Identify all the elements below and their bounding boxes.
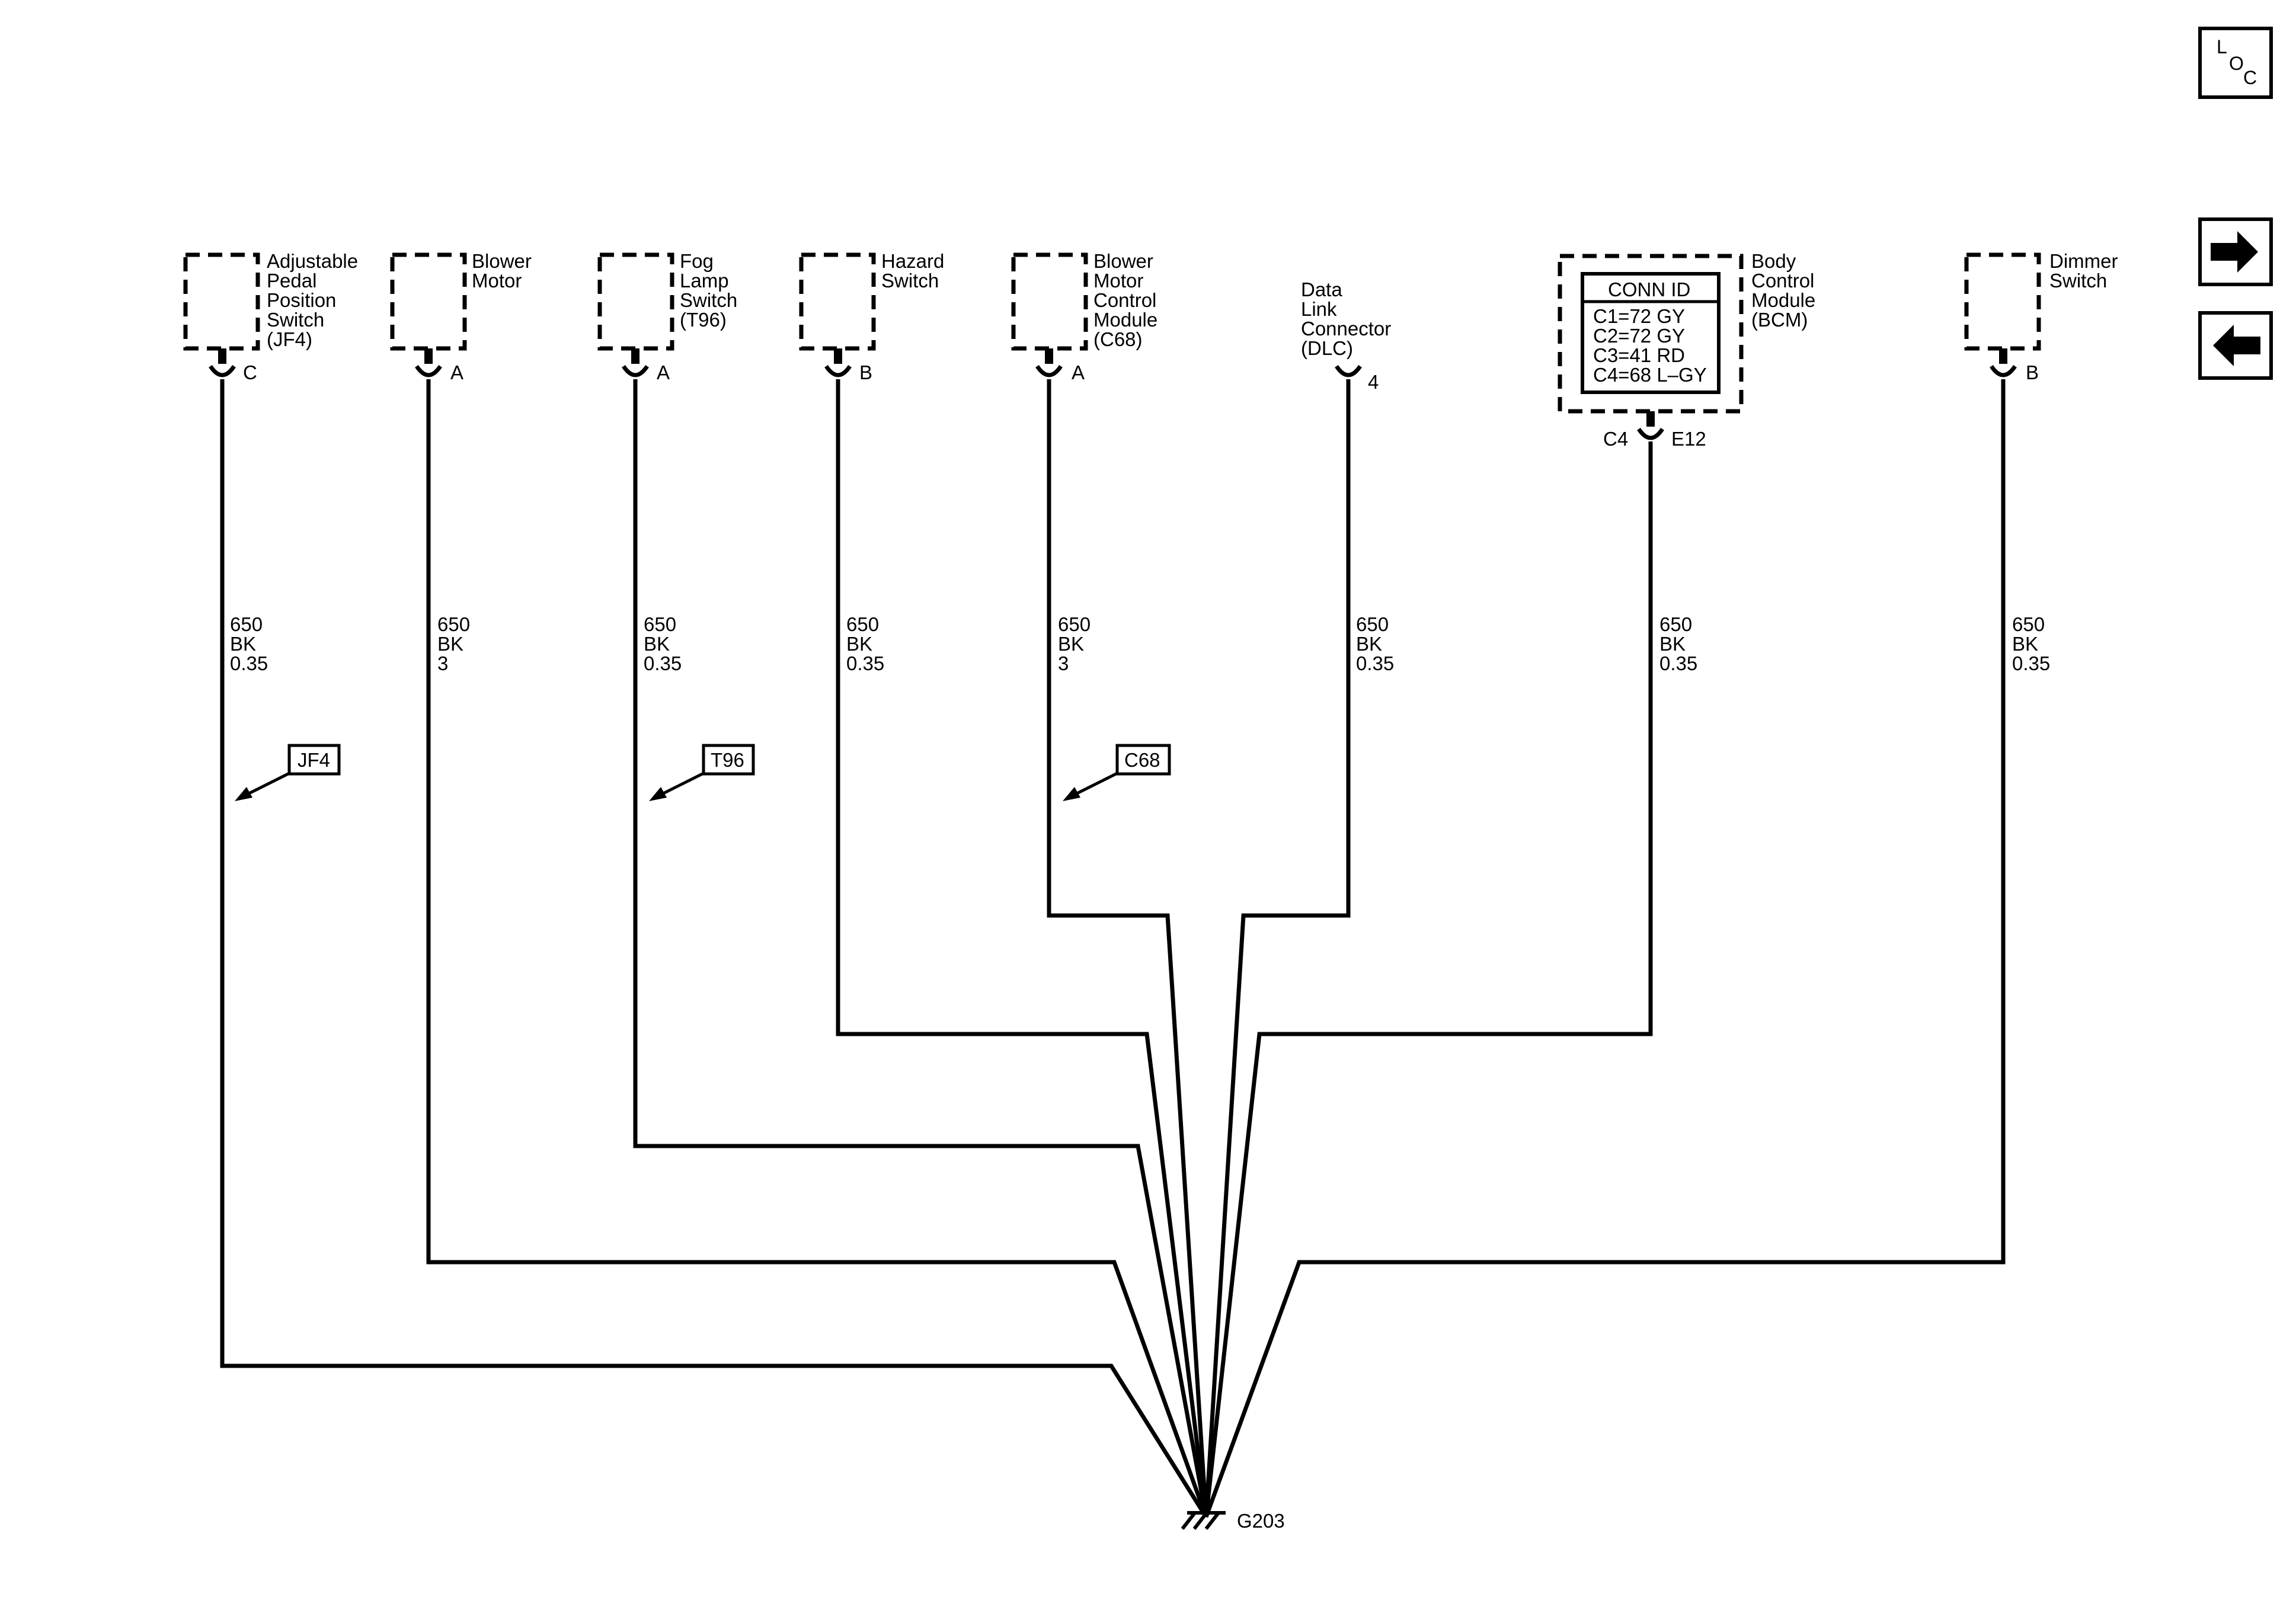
component-box: [183, 252, 260, 351]
ground-label: G203: [1237, 1510, 1285, 1532]
loc-letter-o: O: [2229, 53, 2244, 74]
component-name: Blower Motor Control Module (C68): [1093, 250, 1163, 350]
component-data-link-connector: Data Link Connector (DLC) 4: [1301, 279, 1396, 393]
ground-wires: [220, 379, 2006, 1518]
arrow-icon: [235, 787, 252, 801]
pin-label: A: [450, 361, 463, 383]
component-hazard-switch: Hazard Switch B: [799, 250, 950, 383]
wire-dlc: [1204, 379, 1351, 1518]
component-name: Dimmer Switch: [2049, 250, 2124, 292]
component-name: Fog Lamp Switch (T96): [680, 250, 743, 331]
component-name: Body Control Module (BCM): [1751, 250, 1821, 331]
component-apps: Adjustable Pedal Position Switch (JF4) C: [183, 250, 363, 383]
component-box: [1964, 252, 2041, 351]
wire-label-bmcm: 650 BK 3: [1058, 613, 1096, 674]
arrow-left-icon: [2213, 325, 2260, 366]
wire-label-bcm: 650 BK 0.35: [1659, 613, 1697, 674]
component-dimmer-switch: Dimmer Switch B: [1964, 250, 2124, 383]
callout-jf4[interactable]: JF4: [235, 744, 341, 801]
wire-fog-lamp: [633, 379, 1208, 1518]
conn-id-header: CONN ID: [1608, 279, 1690, 300]
connector-socket-icon: [1035, 364, 1063, 377]
component-box: [1011, 252, 1088, 351]
connector-socket-icon: [1990, 364, 2017, 377]
callout-label: T96: [711, 749, 744, 771]
wire-bcm: [1204, 441, 1653, 1518]
wire-label-apps: 650 BK 0.35: [230, 613, 268, 674]
wire-dimmer: [1204, 379, 2006, 1518]
pin-label: B: [859, 361, 872, 383]
connector-socket-icon: [1335, 364, 1362, 377]
arrow-icon: [1063, 787, 1080, 801]
wire-apps: [220, 379, 1208, 1518]
loc-letter-c: C: [2243, 67, 2257, 88]
callout-label: C68: [1124, 749, 1160, 771]
ground-g203: G203: [1181, 1510, 1285, 1532]
next-page-button[interactable]: [2198, 217, 2273, 286]
wire-blower-motor: [426, 379, 1208, 1518]
component-fog-lamp-switch: Fog Lamp Switch (T96) A: [597, 250, 743, 383]
loc-letter-l: L: [2217, 36, 2227, 57]
wire-label-fog-lamp: 650 BK 0.35: [644, 613, 682, 674]
pin-label: E12: [1671, 428, 1706, 450]
arrow-right-icon: [2211, 231, 2258, 273]
component-box: [390, 252, 467, 351]
wire-label-dlc: 650 BK 0.35: [1356, 613, 1394, 674]
pin-label: 4: [1368, 371, 1379, 393]
callout-t96[interactable]: T96: [649, 744, 755, 801]
wire-label-dimmer: 650 BK 0.35: [2012, 613, 2050, 674]
pin-label: B: [2026, 361, 2039, 383]
loc-button[interactable]: L O C: [2198, 27, 2273, 99]
previous-page-button[interactable]: [2198, 311, 2273, 380]
component-box: [1558, 254, 1744, 414]
conn-id-rows: C1=72 GY C2=72 GY C3=41 RD C4=68 L–GY: [1593, 305, 1707, 386]
connector-label: C4: [1603, 428, 1628, 450]
conn-id-table: [1581, 272, 1721, 394]
ground-icon: [1181, 1511, 1226, 1530]
component-blower-motor: Blower Motor A: [390, 250, 537, 383]
callout-label: JF4: [298, 749, 330, 771]
component-name: Hazard Switch: [881, 250, 950, 292]
connector-socket-icon: [622, 364, 649, 377]
arrow-icon: [649, 787, 667, 801]
component-body-control-module: CONN ID C1=72 GY C2=72 GY C3=41 RD C4=68…: [1558, 250, 1821, 450]
callout-c68[interactable]: C68: [1063, 744, 1171, 801]
pin-label: A: [657, 361, 670, 383]
wire-labels: 650 BK 0.35 650 BK 3 650 BK 0.35 650 BK …: [230, 613, 2050, 674]
component-name: Adjustable Pedal Position Switch (JF4): [267, 250, 363, 350]
pin-label: A: [1072, 361, 1085, 383]
component-name: Data Link Connector (DLC): [1301, 279, 1396, 359]
wire-hazard: [836, 379, 1208, 1518]
wire-label-blower-motor: 650 BK 3: [437, 613, 475, 674]
connector-socket-icon: [209, 364, 236, 377]
wire-bmcm: [1047, 379, 1208, 1518]
component-box: [597, 252, 674, 351]
connector-socket-icon: [1637, 427, 1664, 440]
connector-socket-icon: [415, 364, 442, 377]
component-name: Blower Motor: [472, 250, 537, 292]
wire-label-hazard: 650 BK 0.35: [846, 613, 884, 674]
connector-socket-icon: [824, 364, 852, 377]
component-blower-motor-control-module: Blower Motor Control Module (C68) A: [1011, 250, 1163, 383]
component-box: [799, 252, 876, 351]
pin-label: C: [243, 361, 257, 383]
